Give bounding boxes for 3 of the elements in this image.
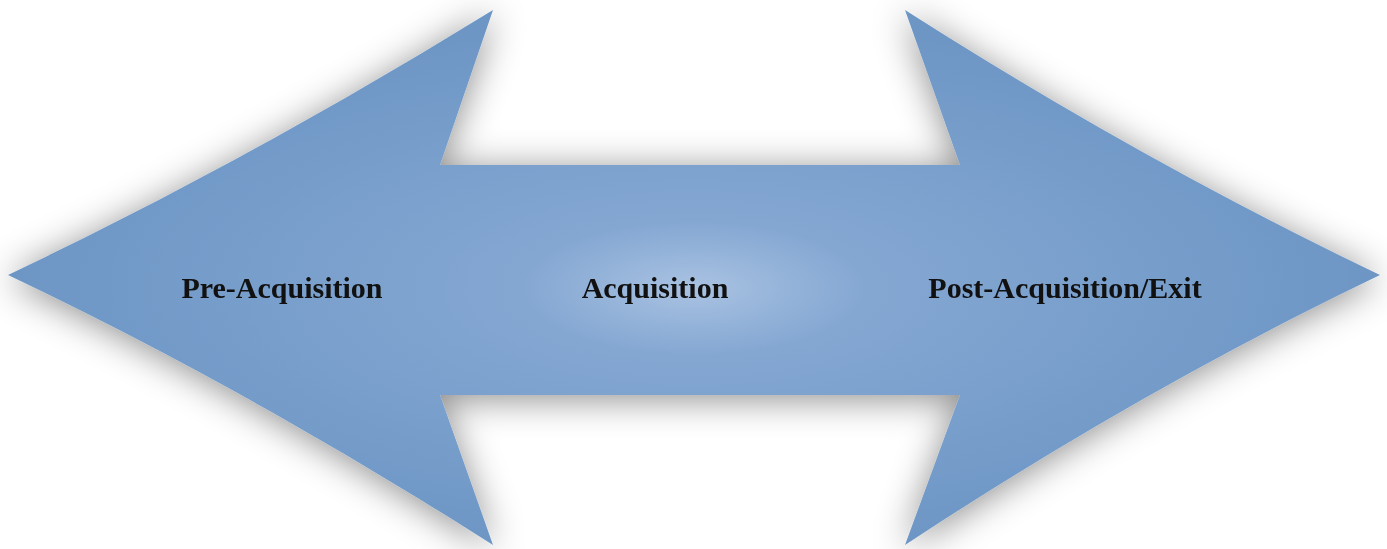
stage-label: Acquisition (581, 273, 729, 303)
stage-label: Post-Acquisition/Exit (928, 273, 1202, 303)
stage-label: Pre-Acquisition (181, 273, 383, 303)
